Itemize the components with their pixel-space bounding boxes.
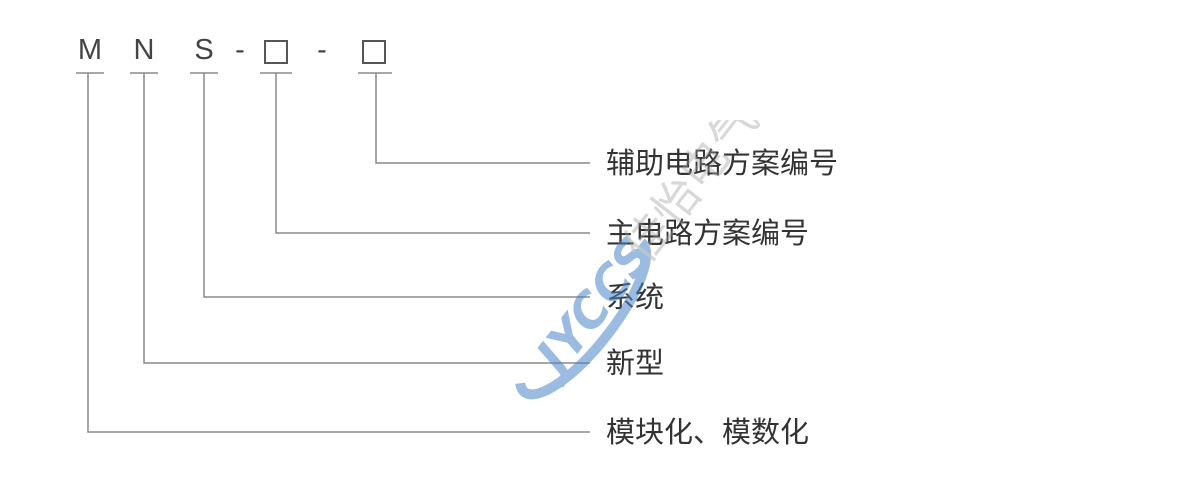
leader-main: [275, 73, 590, 234]
code-dash-2: -: [317, 34, 327, 66]
code-box-main-circuit: [264, 40, 288, 64]
label-new-type: 新型: [606, 346, 665, 380]
label-main-circuit: 主电路方案编号: [606, 216, 810, 250]
label-modular: 模块化、模数化: [606, 415, 810, 449]
leader-new: [143, 73, 590, 364]
label-auxiliary-circuit: 辅助电路方案编号: [606, 146, 839, 180]
leader-auxiliary: [375, 73, 590, 164]
code-char-m: M: [77, 34, 103, 66]
leader-modular: [87, 73, 590, 433]
code-dash-1: -: [235, 34, 245, 66]
leader-system: [203, 73, 590, 298]
code-char-s: S: [194, 34, 214, 66]
label-system: 系统: [606, 280, 665, 314]
code-char-n: N: [133, 34, 155, 66]
code-box-auxiliary-circuit: [362, 40, 386, 64]
